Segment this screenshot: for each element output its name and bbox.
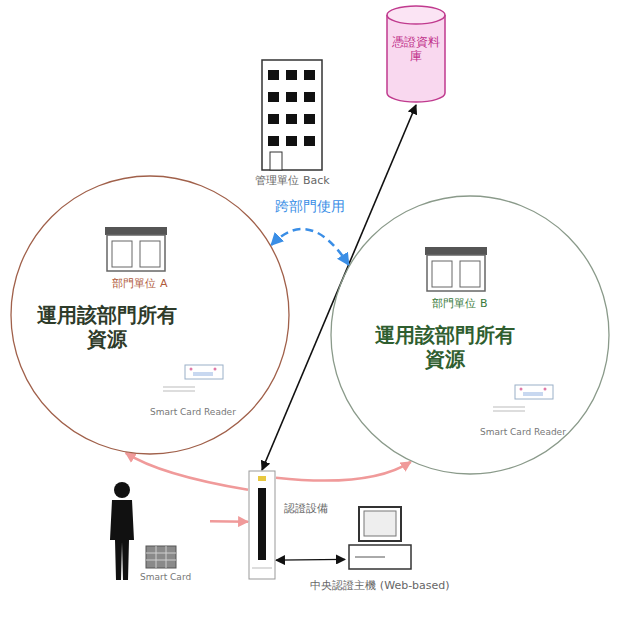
database-cylinder-part xyxy=(387,15,445,102)
authentication-kiosk-part xyxy=(249,471,275,579)
office-building: 管理單位 Back xyxy=(250,60,335,192)
department-circle-part xyxy=(520,388,523,391)
computer-terminal-part xyxy=(364,511,396,536)
department-circle-part xyxy=(185,365,223,379)
user-figure-part xyxy=(156,546,157,568)
office-building-part xyxy=(304,70,315,80)
department-circle-part xyxy=(493,407,525,408)
user-figure-outline xyxy=(100,480,210,586)
edge-label: 跨部門使用 xyxy=(272,198,348,215)
authentication-kiosk-outline xyxy=(248,470,276,580)
office-building-part xyxy=(268,70,279,80)
office-building-part xyxy=(286,92,297,102)
node-text: 中央認證主機 (Web-based) xyxy=(300,579,460,592)
department-circle-part xyxy=(515,385,553,399)
node-text: 部門單位 B xyxy=(415,297,505,310)
department-circle-part xyxy=(140,241,160,267)
office-building-part xyxy=(286,70,297,80)
connector-arrow xyxy=(210,520,248,523)
computer-terminal-outline xyxy=(345,505,415,573)
department-circle-part xyxy=(427,255,485,291)
node-text: 管理單位 Back xyxy=(245,174,340,187)
authentication-kiosk-part xyxy=(258,488,266,560)
user-figure-part xyxy=(110,500,134,580)
node-text: 認證設備 xyxy=(284,502,328,515)
authentication-kiosk-part xyxy=(252,568,272,569)
department-circle-part xyxy=(523,392,543,396)
department-circle-part xyxy=(544,388,547,391)
office-building-part xyxy=(262,60,322,170)
department-circle: 部門單位 A 運用該部門所有資源 Smart Card Reader xyxy=(10,175,290,455)
office-building-part xyxy=(270,152,282,170)
computer-terminal-part xyxy=(355,557,385,558)
connector-arrow xyxy=(276,559,345,561)
node-text: 部門單位 A xyxy=(95,277,185,290)
department-circle-part xyxy=(11,176,289,454)
connector-arrow xyxy=(276,462,411,481)
node-text: Smart Card Reader xyxy=(150,407,236,418)
node-text: 運用該部門所有資源 xyxy=(32,303,182,351)
node-text: Smart Card Reader xyxy=(480,427,566,438)
user-figure-part xyxy=(146,546,176,568)
node-text: 運用該部門所有資源 xyxy=(370,323,520,371)
department-circle-part xyxy=(163,391,195,392)
office-building-part xyxy=(286,114,297,124)
department-circle-part xyxy=(190,368,193,371)
department-circle-part xyxy=(425,247,487,255)
office-building-part xyxy=(304,114,315,124)
database-cylinder: 憑證資料庫 xyxy=(385,5,447,105)
office-building-outline xyxy=(250,60,335,192)
user-figure-part xyxy=(146,560,176,561)
office-building-part xyxy=(304,92,315,102)
department-circle-part xyxy=(112,241,132,267)
connector-arrow xyxy=(126,453,248,490)
node-text: 憑證資料庫 xyxy=(391,35,441,64)
department-circle-part xyxy=(214,368,217,371)
node-text: Smart Card xyxy=(140,572,191,583)
office-building-part xyxy=(268,114,279,124)
office-building-part xyxy=(286,136,297,146)
department-circle-part xyxy=(163,387,195,388)
office-building-part xyxy=(268,136,279,146)
department-circle-part xyxy=(331,196,609,474)
authentication-kiosk-part xyxy=(258,476,266,481)
user-figure-part xyxy=(146,553,176,554)
computer-terminal-part xyxy=(359,507,401,541)
office-building-part xyxy=(304,136,315,146)
connector-arrow xyxy=(271,229,349,265)
department-circle-part xyxy=(432,261,452,287)
computer-terminal-part xyxy=(349,545,411,569)
department-circle: 部門單位 B 運用該部門所有資源 Smart Card Reader xyxy=(330,195,610,475)
computer-terminal: 中央認證主機 (Web-based) xyxy=(345,505,415,573)
department-circle-part xyxy=(105,227,167,235)
department-circle-part xyxy=(107,235,165,271)
department-circle-part xyxy=(193,372,213,376)
database-cylinder-part xyxy=(387,6,445,24)
office-building-part xyxy=(268,92,279,102)
department-circle-part xyxy=(493,411,525,412)
user-figure-part xyxy=(166,546,167,568)
user-figure: Smart Card xyxy=(100,480,210,586)
authentication-kiosk: 認證設備 xyxy=(248,470,276,580)
user-figure-part xyxy=(114,482,130,498)
department-circle-part xyxy=(460,261,480,287)
